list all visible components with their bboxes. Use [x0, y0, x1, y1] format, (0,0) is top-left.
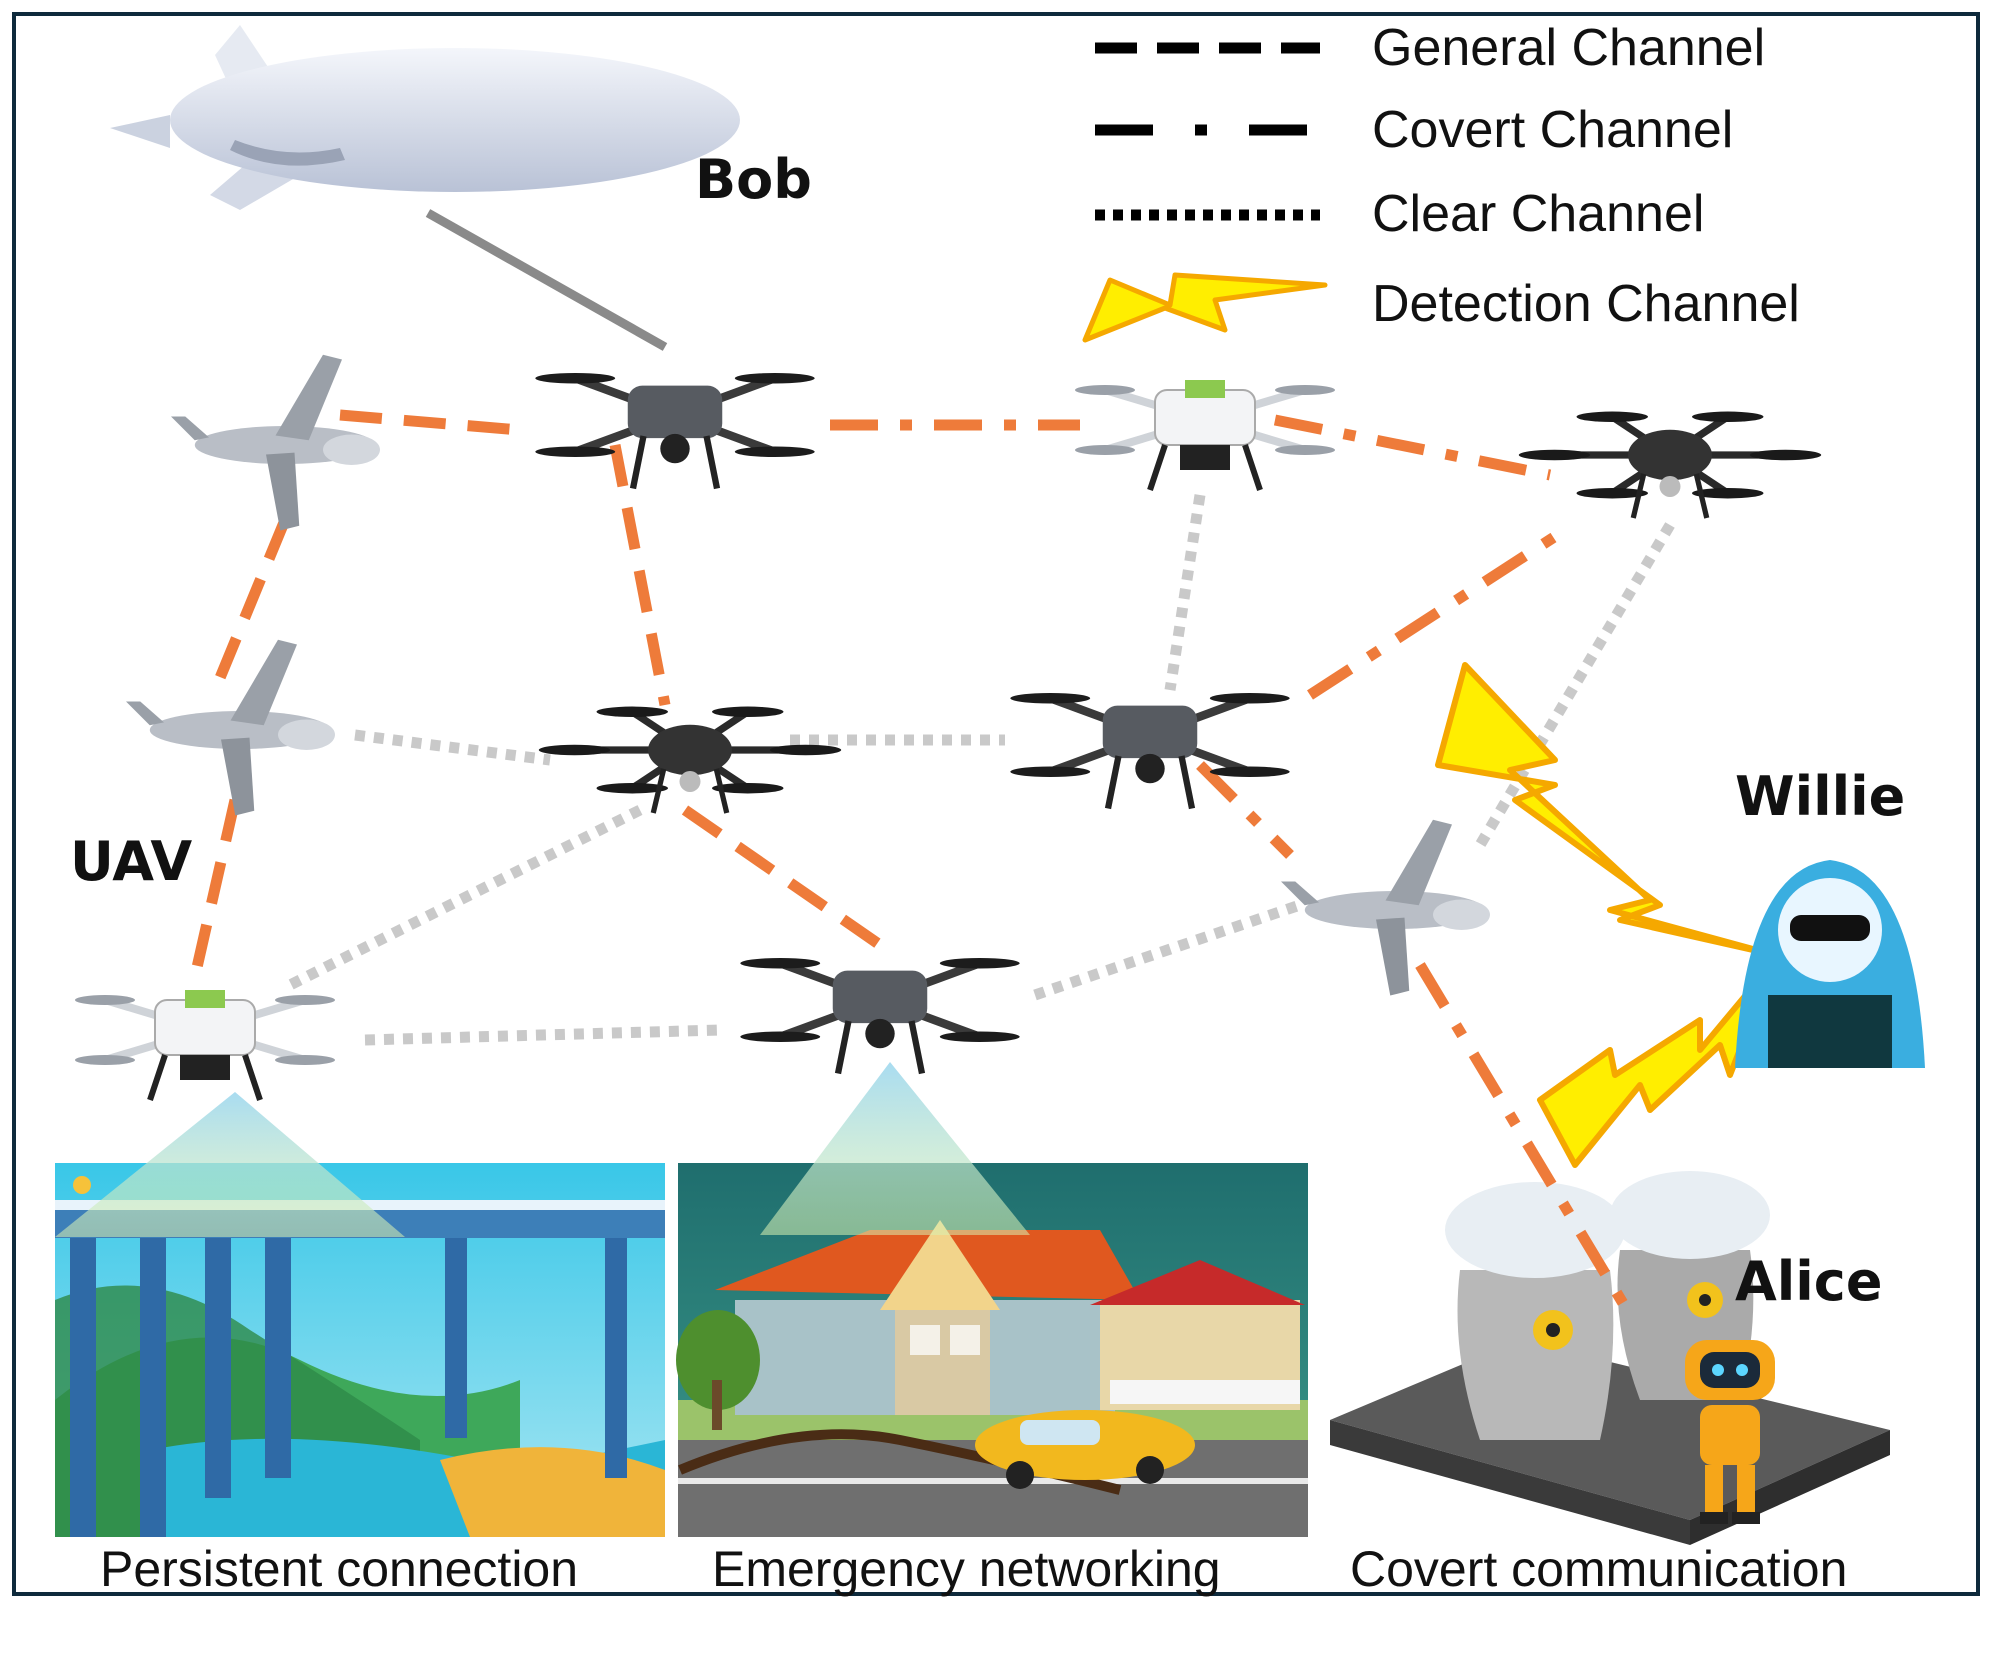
bob-link [425, 209, 668, 351]
diagram-frame [12, 12, 1980, 1596]
general-channel-link [187, 798, 241, 987]
general-channel-link [609, 443, 671, 707]
legend-icons [1082, 42, 1328, 343]
clear-channel-link [364, 1024, 721, 1046]
alice-label: Alice [1735, 1250, 1883, 1313]
caption-persistent-connection: Persistent connection [100, 1541, 579, 1597]
alice-robot [1685, 1340, 1775, 1524]
covert-channel-link [1196, 761, 1294, 859]
panel-covert-communication [1330, 1171, 1890, 1545]
blimp-icon [110, 25, 740, 210]
clear-channel-link [354, 729, 551, 766]
general-channel-link [209, 517, 291, 693]
clear-channel-link [1033, 899, 1302, 1001]
fixed-wing-uav-icon [171, 354, 380, 531]
survey-quadcopter-icon [75, 990, 335, 1101]
covert-channel-link [1415, 962, 1635, 1318]
clear-channel-link [287, 805, 643, 990]
covert-channel-link [1307, 525, 1568, 700]
survey-quadcopter-icon [1075, 380, 1335, 491]
hexacopter-uav-icon [538, 706, 842, 814]
willie-label: Willie [1735, 765, 1906, 828]
quadcopter-uav-icon [1010, 693, 1290, 810]
covert-channel-link [1273, 414, 1552, 481]
general-channel-link [339, 409, 521, 436]
bob-label: Bob [695, 148, 812, 211]
legend-covert-label: Covert Channel [1372, 101, 1734, 159]
caption-covert-communication: Covert communication [1350, 1541, 1848, 1597]
clear-channel-link [1164, 494, 1206, 691]
legend-general-label: General Channel [1372, 19, 1766, 77]
quadcopter-uav-icon [740, 958, 1020, 1075]
legend-clear-label: Clear Channel [1372, 185, 1705, 243]
uav-coverage-beam [760, 1062, 1030, 1235]
general-channel-link [681, 805, 884, 950]
fixed-wing-uav-icon [125, 639, 335, 816]
hexacopter-uav-icon [1518, 411, 1822, 519]
uav-label: UAV [70, 830, 193, 893]
fixed-wing-uav-icon [1281, 819, 1490, 996]
uav-coverage-beam [55, 1092, 405, 1237]
caption-emergency-networking: Emergency networking [712, 1541, 1221, 1597]
clear-channel-link [1475, 522, 1675, 848]
quadcopter-uav-icon [535, 373, 815, 490]
detection-bolt-upper [1435, 662, 1778, 958]
lightning-bolt-icon [1082, 272, 1328, 343]
willie-hacker-icon [1735, 860, 1925, 1068]
legend-detection-label: Detection Channel [1372, 275, 1800, 333]
